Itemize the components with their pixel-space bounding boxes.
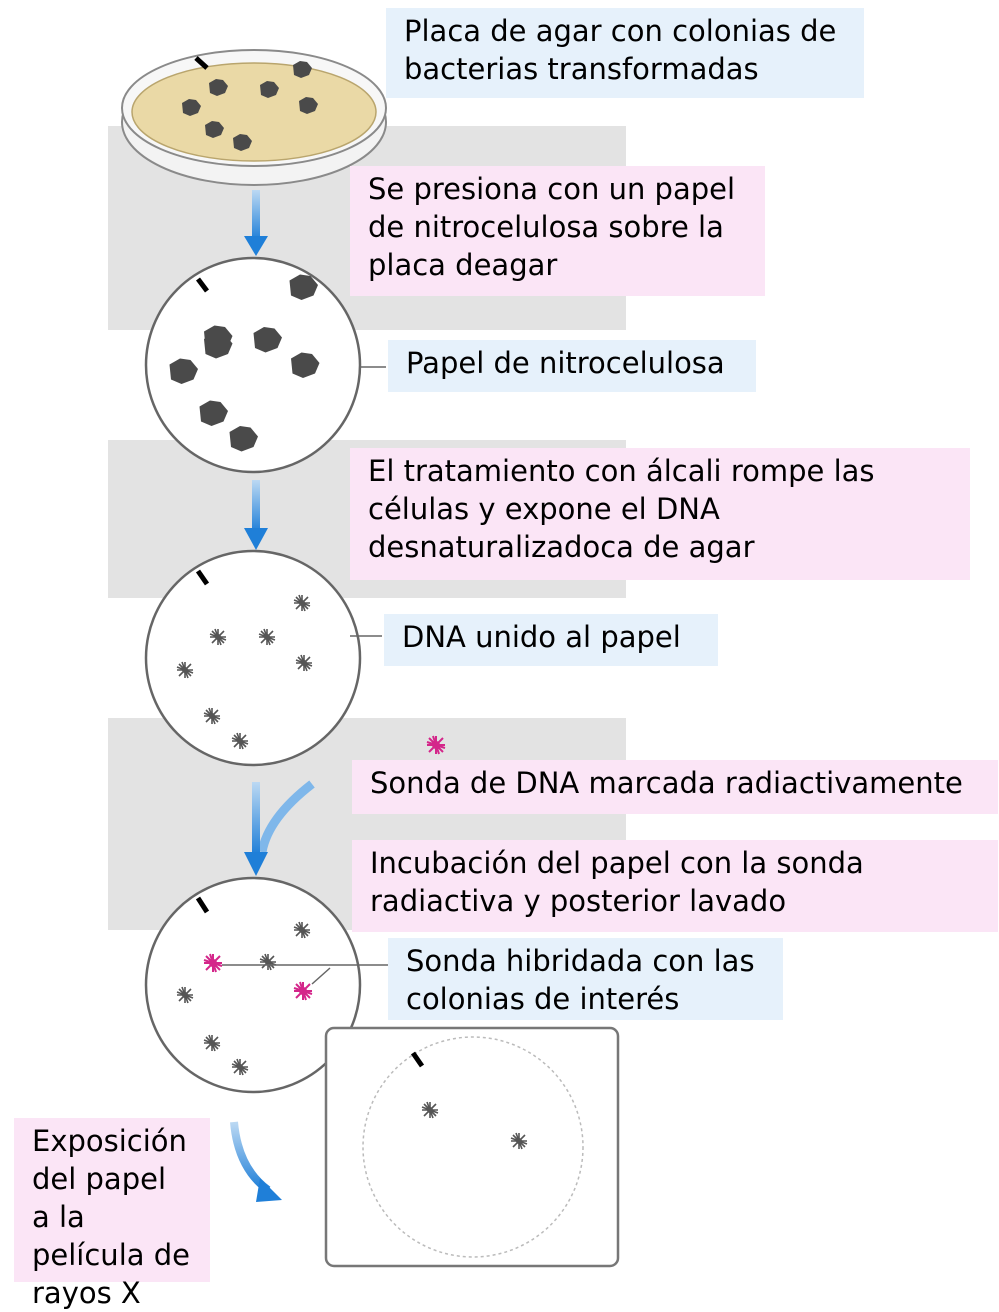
dna-spot-icon xyxy=(144,549,382,767)
radioactive-probe-icon xyxy=(426,735,446,755)
alkali-treatment-label: El tratamiento con álcali rompe las célu… xyxy=(350,448,970,580)
nitrocellulose-label: Papel de nitrocelulosa xyxy=(388,340,756,392)
nitrocellulose-filter-icon xyxy=(144,256,386,474)
arrow-down-icon xyxy=(244,780,315,876)
hybridized-label: Sonda hibridada con las colonias de inte… xyxy=(388,938,783,1020)
dna-bound-label: DNA unido al papel xyxy=(384,614,718,666)
colony-hybridization-diagram: Placa de agar con colonias de bacterias … xyxy=(14,8,998,1310)
arrow-down-icon xyxy=(230,1121,282,1202)
arrow-down-icon xyxy=(244,480,268,550)
xray-film-icon xyxy=(324,1026,620,1268)
probe-label: Sonda de DNA marcada radiactivamente xyxy=(352,760,998,814)
hybridized-filter-icon xyxy=(144,876,400,1094)
xray-exposure-label: Exposición del papel a la película de ra… xyxy=(14,1118,210,1310)
incubation-label: Incubación del papel con la sonda radiac… xyxy=(352,840,998,932)
agar-plate-label: Placa de agar con colonias de bacterias … xyxy=(386,8,864,98)
arrow-down-icon xyxy=(244,190,268,256)
press-paper-label: Se presiona con un papel de nitrocelulos… xyxy=(350,166,765,296)
diagram-graphics xyxy=(121,49,620,1268)
petri-dish-icon xyxy=(121,49,387,186)
